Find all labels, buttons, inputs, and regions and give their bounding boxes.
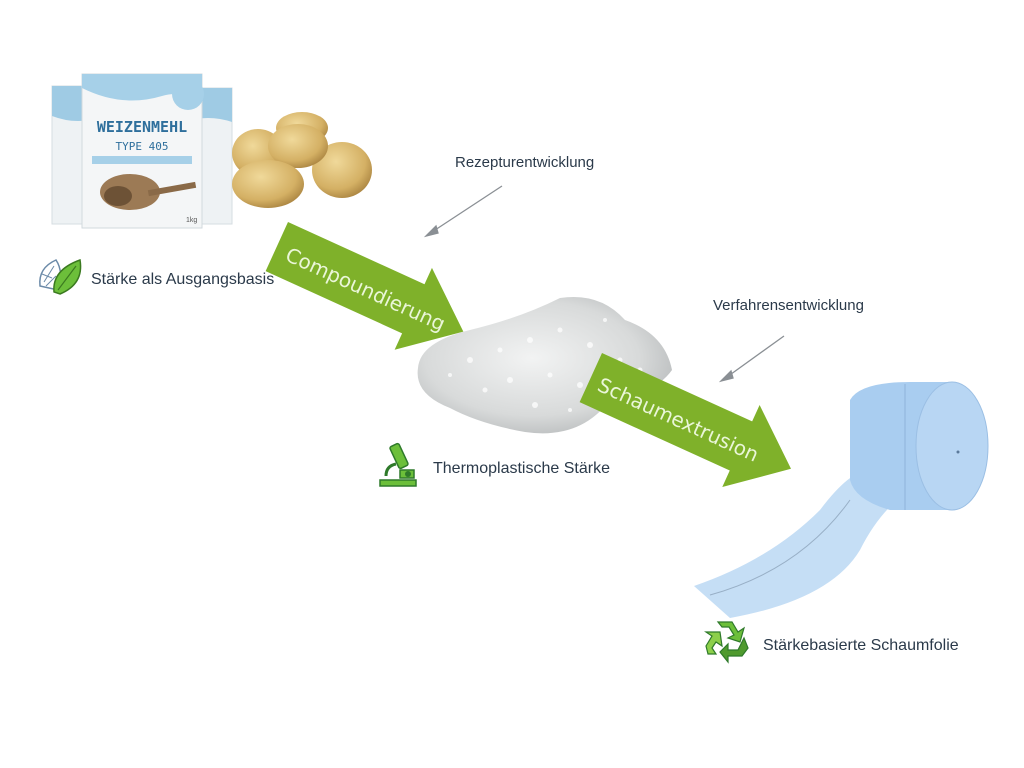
microscope-icon <box>378 440 418 488</box>
annotation-pointer-verfahren <box>718 335 785 383</box>
recycle-icon <box>702 618 750 664</box>
flour-bag-title: WEIZENMEHL <box>97 118 187 136</box>
foam-film-roll-image <box>694 381 989 618</box>
arrow-shape-schaumextrusion <box>579 353 791 487</box>
flour-bag-type: TYPE 405 <box>116 140 169 153</box>
flour-bags-image: WEIZENMEHL TYPE 405 1kg <box>51 73 233 229</box>
arrow-shape-compoundierung <box>265 222 464 350</box>
stage-label-thermoplastic-starch: Thermoplastische Stärke <box>433 460 610 477</box>
potatoes-image <box>232 112 372 208</box>
annotation-pointer-rezeptur <box>423 185 503 238</box>
annotation-rezepturentwicklung: Rezepturentwicklung <box>455 154 595 171</box>
leaf-icon <box>36 256 84 296</box>
flour-bag-weight: 1kg <box>186 217 197 224</box>
annotation-verfahrensentwicklung: Verfahrensentwicklung <box>713 297 864 314</box>
stage-label-foam-film: Stärkebasierte Schaumfolie <box>763 637 959 654</box>
stage-label-raw-material: Stärke als Ausgangsbasis <box>91 271 275 288</box>
